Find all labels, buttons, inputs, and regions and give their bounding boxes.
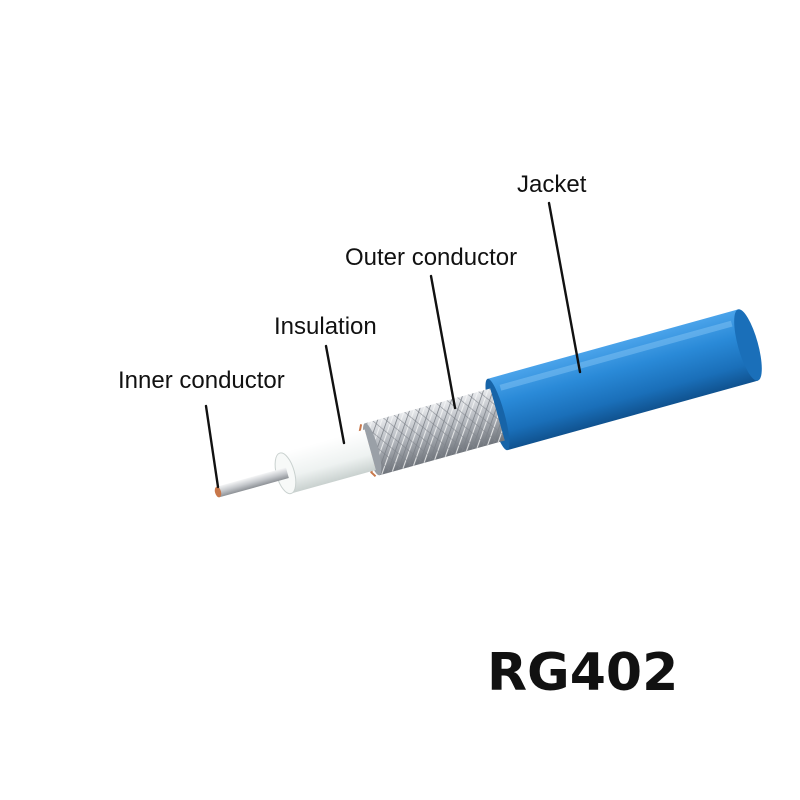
insulation-dielectric: [274, 429, 376, 495]
model-name: RG402: [487, 643, 678, 703]
inner-conductor-label: Inner conductor: [118, 367, 285, 394]
outer-conductor-braid: [358, 388, 505, 478]
outer-conductor-label: Outer conductor: [345, 244, 517, 271]
jacket-label: Jacket: [517, 171, 587, 198]
inner-conductor-wire: [214, 467, 289, 498]
insulation-leader-line: [324, 344, 346, 445]
jacket: [485, 309, 762, 451]
inner-conductor-leader-line: [204, 404, 220, 489]
insulation-label: Insulation: [274, 313, 377, 340]
outer-conductor-leader-line: [429, 274, 457, 410]
cable: [214, 309, 762, 498]
jacket-leader-line: [547, 201, 582, 374]
